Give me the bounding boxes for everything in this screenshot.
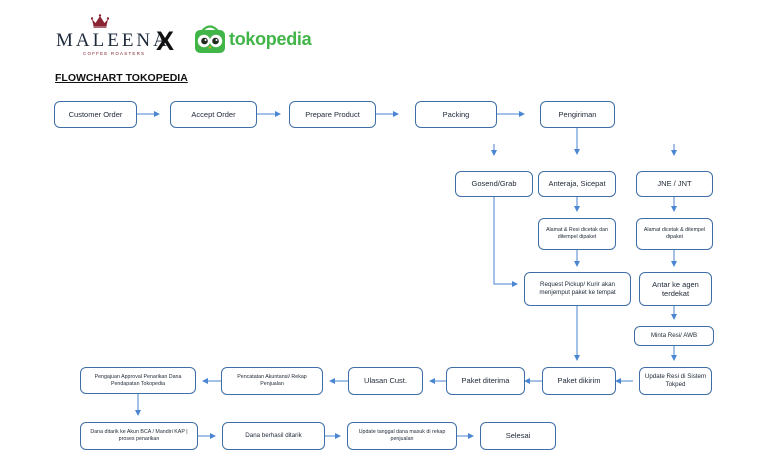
node-dana-berhasil: Dana berhasil ditarik (222, 422, 325, 450)
maleena-tagline: COFFEE ROASTERS (83, 51, 146, 56)
node-customer-order: Customer Order (54, 101, 137, 128)
node-dana-ditarik: Dana ditarik ke Akun BCA / Mandiri KAP |… (80, 422, 198, 450)
node-paket-dikirim: Paket dikirim (542, 367, 616, 395)
node-selesai: Selesai (480, 422, 556, 450)
node-pencatatan: Pencatatan Akuntansi/ Rekap Penjualan (221, 367, 323, 395)
tokopedia-logo-text: tokopedia (229, 29, 312, 49)
node-update-resi: Update Resi di Sistem Tokped (639, 367, 712, 395)
node-paket-diterima: Paket diterima (446, 367, 525, 395)
maleena-crown-icon (90, 14, 110, 33)
node-pengiriman: Pengiriman (540, 101, 615, 128)
page-title: FLOWCHART TOKOPEDIA (55, 72, 188, 84)
node-request-pickup: Request Pickup/ Kurir akan menjemput pak… (524, 272, 631, 306)
node-alamat-resi-dicetak: Alamat & Resi dicetak dan ditempel dipak… (538, 218, 616, 250)
node-jne-jnt: JNE / JNT (636, 171, 713, 197)
node-antar-agen: Antar ke agen terdekat (639, 272, 712, 306)
node-update-tanggal: Update tanggal dana masuk di rekap penju… (347, 422, 457, 450)
arrow-gosend-request (493, 197, 518, 287)
node-alamat-dicetak: Alamat dicetak & ditempel dipaket (636, 218, 713, 250)
collab-separator: X (156, 26, 175, 56)
node-prepare-product: Prepare Product (289, 101, 376, 128)
node-ulasan-cust: Ulasan Cust. (348, 367, 423, 395)
node-minta-resi: Minta Resi/ AWB (634, 326, 714, 346)
node-packing: Packing (415, 101, 497, 128)
node-accept-order: Accept Order (170, 101, 257, 128)
tokopedia-owl-icon (193, 23, 227, 60)
node-anteraja-sicepat: Anteraja, Sicepat (538, 171, 616, 197)
maleena-logo-text: MALEENA (56, 30, 170, 51)
node-gosend-grab: Gosend/Grab (455, 171, 533, 197)
node-pengajuan: Pengajuan Approval Penarikan Dana Pendap… (80, 367, 196, 394)
